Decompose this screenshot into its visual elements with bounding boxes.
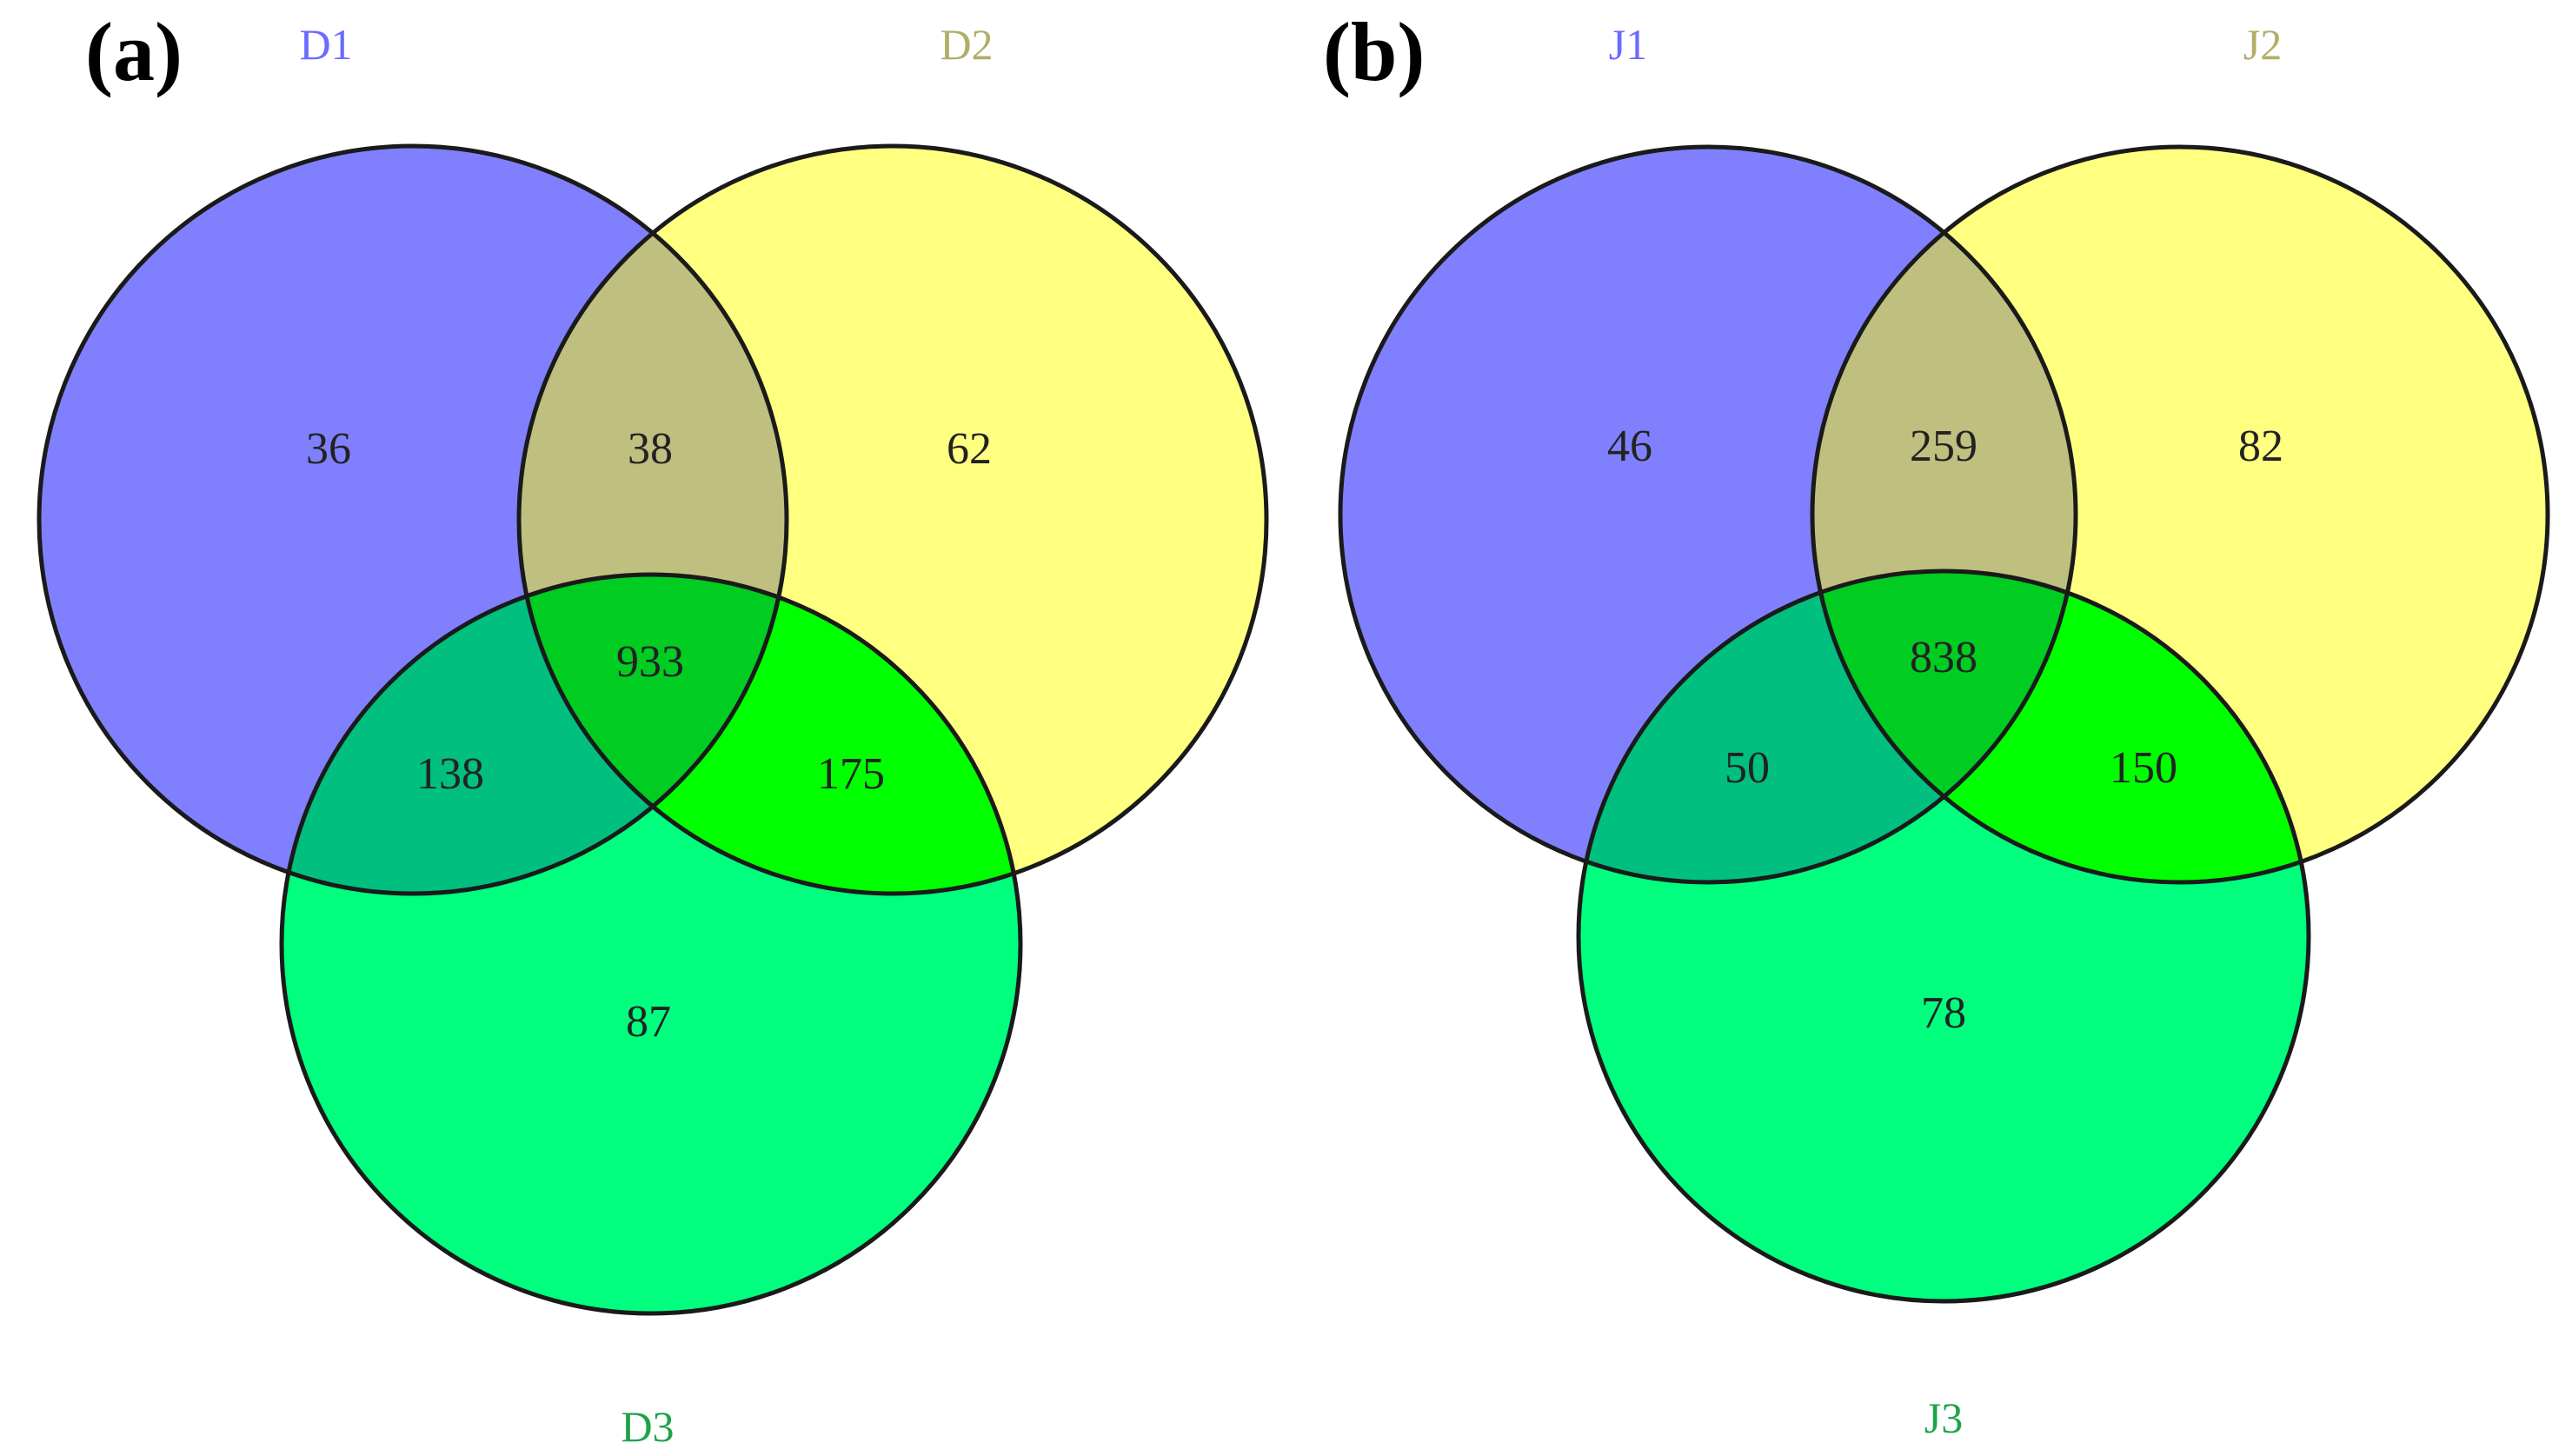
overlap-d1-d3 <box>282 575 787 894</box>
count-d1-only: 36 <box>306 424 351 474</box>
count-j1-j3: 50 <box>1725 743 1770 793</box>
panel-label-b: (b) <box>1323 5 1425 98</box>
count-d3-only: 87 <box>626 997 671 1047</box>
count-d2-only: 62 <box>947 424 992 474</box>
count-j3-only: 78 <box>1921 988 1966 1038</box>
set-label-j3: J3 <box>1924 1393 1963 1442</box>
set-label-j2: J2 <box>2243 20 2282 69</box>
count-j2-j3: 150 <box>2110 743 2177 793</box>
venn-panel-b: (b) J1 J2 J3 46 259 82 838 <box>1323 5 2550 1442</box>
overlap-j2-j3 <box>1812 571 2309 882</box>
venn-panel-a: (a) D1 D2 D3 36 38 62 933 <box>37 5 1269 1451</box>
count-d2-d3: 175 <box>817 749 885 799</box>
outline-j1 <box>1338 144 2078 885</box>
set-label-d1: D1 <box>299 20 352 69</box>
outline-d2 <box>516 143 1269 896</box>
outline-j3 <box>1576 568 2311 1304</box>
overlap-d2-d3 <box>519 575 1020 894</box>
count-j1-j2-j3: 838 <box>1910 633 1977 682</box>
set-label-j1: J1 <box>1609 20 1647 69</box>
count-d1-d2: 38 <box>628 424 673 474</box>
overlap-j1-j3 <box>1579 571 2076 882</box>
count-d1-d2-d3: 933 <box>616 637 684 687</box>
set-label-d2: D2 <box>940 20 993 69</box>
outline-d1 <box>37 143 789 896</box>
count-j2-only: 82 <box>2238 422 2283 471</box>
count-d1-d3: 138 <box>416 749 484 799</box>
outline-j2 <box>1810 144 2550 885</box>
count-j1-j2: 259 <box>1910 422 1977 471</box>
outline-d3 <box>279 572 1023 1316</box>
set-label-d3: D3 <box>621 1402 674 1451</box>
count-j1-only: 46 <box>1607 422 1652 471</box>
panel-label-a: (a) <box>85 5 183 98</box>
